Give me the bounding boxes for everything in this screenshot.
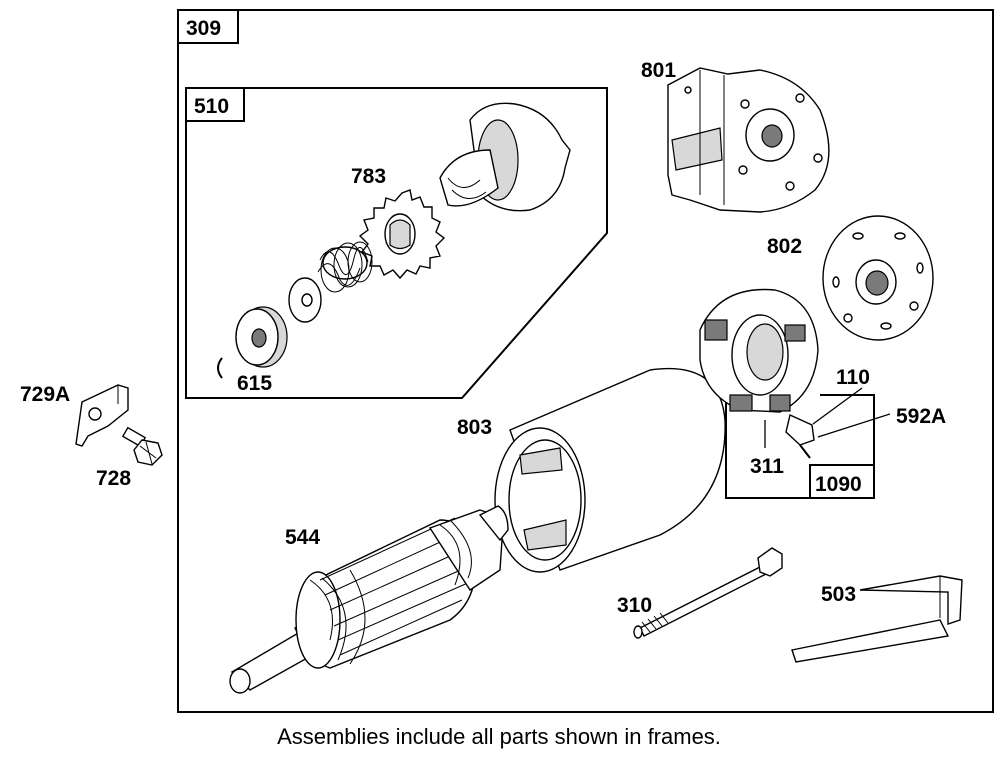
- label-311: 311: [750, 455, 784, 478]
- through-bolt-310: [633, 547, 783, 639]
- drive-housing: [439, 102, 571, 212]
- frame-510: [185, 87, 608, 399]
- end-cap-802: [822, 215, 934, 341]
- label-544: 544: [285, 526, 320, 549]
- strap-503: [791, 575, 963, 663]
- frame-309-label: 309: [186, 17, 221, 40]
- armature-544: [229, 505, 509, 694]
- frame-510-tag: [185, 87, 245, 122]
- label-783: 783: [351, 165, 386, 188]
- label-592a: 592A: [896, 405, 946, 428]
- brush-holder: [699, 288, 819, 459]
- frame-1090-label: 1090: [815, 473, 862, 496]
- spring: [317, 241, 373, 293]
- label-110: 110: [836, 366, 870, 389]
- frame-309-tag: [177, 9, 239, 44]
- stop-collar: [235, 306, 288, 368]
- label-729a: 729A: [20, 383, 70, 406]
- washer: [288, 277, 322, 323]
- label-728: 728: [96, 467, 131, 490]
- frame-309: [177, 9, 994, 713]
- retaining-ring: [217, 357, 223, 379]
- end-bracket-801: [667, 67, 830, 213]
- frame-1090-tag: [809, 464, 875, 499]
- label-503: 503: [821, 583, 856, 606]
- bracket-729a: [75, 384, 129, 447]
- label-802: 802: [767, 235, 802, 258]
- label-310: 310: [617, 594, 652, 617]
- label-801: 801: [641, 59, 676, 82]
- label-803: 803: [457, 416, 492, 439]
- motor-housing-803: [494, 367, 726, 573]
- pinion-gear-783: [358, 189, 446, 280]
- label-615: 615: [237, 372, 272, 395]
- caption: Assemblies include all parts shown in fr…: [277, 724, 721, 749]
- frame-510-label: 510: [194, 95, 229, 118]
- screw-728: [121, 426, 163, 466]
